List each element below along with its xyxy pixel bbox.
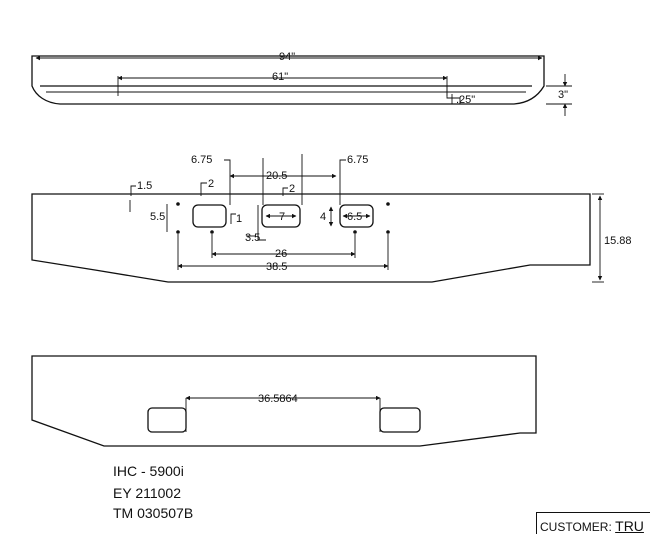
dim-hole-spacing-vertical: 5.5 xyxy=(150,211,165,223)
dim-front-height: 15.88 xyxy=(604,235,632,247)
front-view: 1.5 2 5.5 6.75 20.5 2 6.75 7 1 3.5 4 xyxy=(31,154,632,283)
dim-inner-length: 61" xyxy=(272,71,288,83)
dim-cutout-span: 36.5864 xyxy=(258,393,298,405)
dim-overall-length: 94" xyxy=(279,51,295,63)
dim-leader-left-slot-width xyxy=(200,182,207,196)
dim-center-slot-height: 2 xyxy=(289,183,295,195)
front-view-outline xyxy=(31,193,591,283)
dim-leader-6-75-left xyxy=(224,159,231,205)
center-slot xyxy=(261,204,301,228)
dim-height: 3" xyxy=(558,89,568,101)
customer-box: CUSTOMER: TRU xyxy=(536,512,650,534)
hole xyxy=(386,202,390,206)
dim-right-slot-height: 4 xyxy=(320,211,326,223)
right-cutout xyxy=(379,407,421,433)
hole xyxy=(386,230,390,234)
dim-center-slot-width: 7 xyxy=(279,211,285,223)
back-view-outline xyxy=(31,355,537,447)
dim-leader-center-gap xyxy=(257,205,266,241)
hole xyxy=(176,230,180,234)
dim-leader-slot-gap xyxy=(230,213,236,224)
tm-label: TM 030507B xyxy=(113,505,194,521)
dim-right-slot-width: 6.5 xyxy=(347,211,362,223)
dim-inner-hole-span: 26 xyxy=(275,248,287,260)
dim-leader-1-5 xyxy=(130,185,136,196)
customer-label: CUSTOMER: xyxy=(540,520,612,534)
dim-left-slot-width: 2 xyxy=(208,178,214,190)
dim-end-offset: .25" xyxy=(456,94,475,106)
model-label: IHC - 5900i xyxy=(113,463,184,479)
dim-center-gap: 3.5 xyxy=(245,232,260,244)
top-view-outline xyxy=(31,55,545,105)
dim-leader-center-slot-height xyxy=(282,187,288,196)
back-view: 36.5864 xyxy=(31,355,537,447)
dim-right-slot-offset: 6.75 xyxy=(347,154,368,166)
top-view: 94" 61" .25" 3" xyxy=(31,51,572,116)
dim-slot-gap: 1 xyxy=(236,213,242,225)
left-cutout xyxy=(147,407,187,433)
dim-outer-hole-span: 38.5 xyxy=(266,261,287,273)
hole xyxy=(353,230,357,234)
ey-label: EY 211002 xyxy=(113,485,181,501)
right-slot xyxy=(339,204,374,228)
hole xyxy=(176,202,180,206)
customer-value: TRU xyxy=(615,518,644,534)
left-slot xyxy=(192,204,227,228)
dim-left-offset: 1.5 xyxy=(137,180,152,192)
end-offset-detail xyxy=(446,86,461,104)
dim-leader-6-75-right xyxy=(339,159,346,205)
dim-center-slot-span: 20.5 xyxy=(266,170,287,182)
hole xyxy=(210,230,214,234)
dim-left-slot-offset: 6.75 xyxy=(191,154,212,166)
